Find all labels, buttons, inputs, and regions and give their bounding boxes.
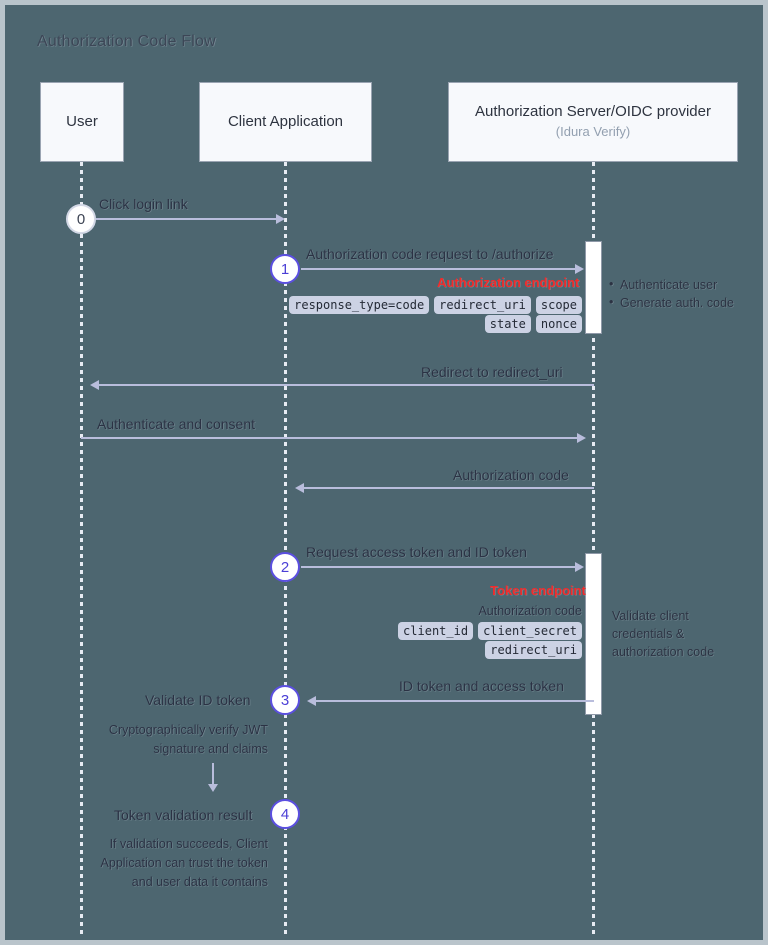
param-chips-authorize-row2: state nonce [330,315,582,334]
step-badge-0: 0 [66,204,96,234]
page-title: Authorization Code Flow [37,33,216,50]
message-arrow-authorization-code-request [301,268,576,270]
param-chip: redirect_uri [485,641,582,660]
lifeline-user [80,162,83,934]
participant-client-application: Client Application [199,82,372,162]
server-note-token: Validate client credentials & authorizat… [612,609,715,660]
param-chip: client_id [398,622,474,641]
param-chip: response_type=code [289,296,430,315]
step-label-token-validation-result: Token validation result [114,807,253,823]
param-note-authorization-code: Authorization code [478,604,582,618]
arrowhead-authorization-code-request [575,264,584,274]
param-chips-token-row1: client_id client_secret [330,622,582,641]
message-arrow-redirect-to-redirect-uri [98,384,594,386]
message-arrow-click-login-link [96,218,277,220]
message-arrow-request-access-token [301,566,576,568]
message-label-click-login-link: Click login link [99,196,188,212]
flow-down-arrow-head [208,784,218,792]
message-label-authorization-code-request: Authorization code request to /authorize [306,246,554,262]
server-note-item: Generate auth. code [609,293,759,312]
step-badge-2-number: 2 [280,558,290,576]
step-badge-3-number: 3 [280,691,290,709]
endpoint-label-token: Token endpoint [490,583,586,598]
arrowhead-request-access-token [575,562,584,572]
param-chips-authorize-row1: response_type=code redirect_uri scope [289,296,582,315]
message-label-id-token-and-access-token: ID token and access token [399,678,564,694]
lifeline-authorization-server [592,162,595,934]
activation-bar-authorize [585,241,602,334]
step-badge-1: 1 [270,254,300,284]
lifeline-client-application [284,162,287,934]
participant-authorization-server-label: Authorization Server/OIDC provider [475,103,711,121]
participant-authorization-server: Authorization Server/OIDC provider (Idur… [448,82,738,162]
message-label-request-access-token: Request access token and ID token [306,544,528,560]
activation-bar-token [585,553,602,715]
arrowhead-authorization-code [295,483,304,493]
arrowhead-id-token-and-access-token [307,696,316,706]
server-note-authorize-list: Authenticate user Generate auth. code [609,275,759,312]
participant-client-application-label: Client Application [227,112,344,130]
arrowhead-click-login-link [276,214,285,224]
message-arrow-id-token-and-access-token [315,700,594,702]
server-note-authorize: Authenticate user Generate auth. code [609,275,759,312]
client-note-validate-id-token: Cryptographically verify JWT signature a… [108,723,268,756]
step-badge-4-number: 4 [280,805,290,823]
message-arrow-authorization-code [303,487,594,489]
message-arrow-authenticate-and-consent [81,437,578,439]
param-chip: redirect_uri [434,296,531,315]
step-badge-0-number: 0 [76,210,86,228]
server-note-item: Authenticate user [609,275,759,294]
participant-user: User [40,82,124,162]
participant-user-label: User [66,112,98,130]
message-label-authorization-code: Authorization code [453,467,569,483]
param-chip: client_secret [478,622,582,641]
step-badge-4: 4 [270,799,300,829]
message-label-redirect-to-redirect-uri: Redirect to redirect_uri [421,364,563,380]
step-badge-3: 3 [270,685,300,715]
param-chips-token-row2: redirect_uri [330,641,582,660]
flow-down-arrow-stem [212,763,214,785]
step-badge-1-number: 1 [280,260,290,278]
participant-authorization-server-subtitle: (Idura Verify) [555,123,631,139]
message-label-authenticate-and-consent: Authenticate and consent [97,416,256,432]
endpoint-label-authorize: Authorization endpoint [437,275,580,290]
client-note-validation-result: If validation succeeds, Client Applicati… [100,837,268,889]
step-badge-2: 2 [270,552,300,582]
param-chip: state [484,315,531,334]
arrowhead-redirect-to-redirect-uri [90,380,99,390]
step-label-validate-id-token: Validate ID token [145,692,251,708]
arrowhead-authenticate-and-consent [577,433,586,443]
param-chip: scope [535,296,582,315]
param-chip: nonce [535,315,582,334]
endpoint-label-token-text: Token endpoint [490,583,586,598]
